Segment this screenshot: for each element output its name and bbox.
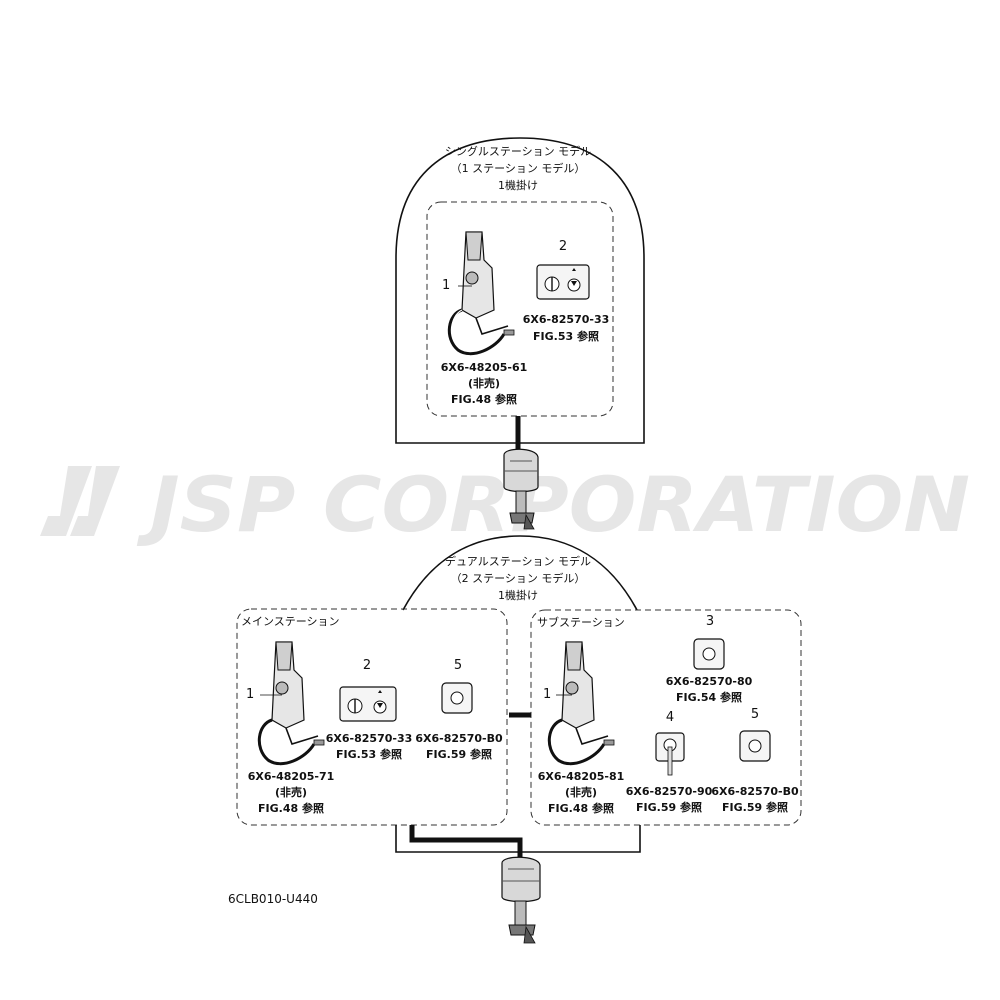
- figure-ref: FIG.59 参照: [426, 748, 492, 761]
- single-station-box: [426, 201, 614, 417]
- figure-ref: FIG.48 参照: [258, 802, 324, 815]
- callout-number: 3: [705, 614, 715, 629]
- part-number: 6X6-82570-B0: [711, 785, 799, 798]
- part-number: 6X6-82570-90: [625, 785, 713, 798]
- switch-panel-icon: [339, 686, 397, 722]
- callout-number: 2: [362, 658, 372, 673]
- single-station-note: 1機掛け: [498, 179, 538, 192]
- part-note: (非売): [274, 786, 308, 799]
- part-number: 6X6-82570-B0: [415, 732, 503, 745]
- part-number: 6X6-48205-71: [247, 770, 335, 783]
- remote-control-icon: [257, 641, 325, 766]
- single-station-subtitle: （1 ステーション モデル）: [450, 162, 586, 175]
- drawing-code: 6CLB010-U440: [228, 892, 318, 906]
- dual-station-title: デュアルステーション モデル: [445, 555, 591, 568]
- figure-ref: FIG.54 参照: [676, 691, 742, 704]
- dual-station-subtitle: （2 ステーション モデル）: [450, 572, 586, 585]
- remote-control-icon: [447, 231, 515, 356]
- sub-station-label: サブステーション: [537, 616, 625, 629]
- watermark-logo: JSP CORPORATION: [40, 460, 970, 546]
- figure-ref: FIG.53 参照: [533, 330, 599, 343]
- stop-switch-icon: [441, 682, 473, 714]
- callout-number: 5: [453, 658, 463, 673]
- outboard-engine-icon: [501, 856, 541, 944]
- figure-ref: FIG.53 参照: [336, 748, 402, 761]
- outboard-engine-icon: [503, 448, 539, 530]
- callout-number: 4: [665, 710, 675, 725]
- figure-ref: FIG.48 参照: [451, 393, 517, 406]
- part-note: (非売): [564, 786, 598, 799]
- part-note: (非売): [467, 377, 501, 390]
- dual-station-note: 1機掛け: [498, 589, 538, 602]
- part-number: 6X6-82570-33: [522, 313, 610, 326]
- figure-ref: FIG.59 参照: [636, 801, 702, 814]
- main-station-label: メインステーション: [241, 615, 340, 628]
- single-station-title: シングルステーション モデル: [444, 145, 592, 158]
- key-switch-icon: [655, 732, 685, 776]
- part-number: 6X6-48205-61: [440, 361, 528, 374]
- figure-ref: FIG.59 参照: [722, 801, 788, 814]
- callout-number: 1: [246, 687, 255, 702]
- watermark-text: JSP CORPORATION: [136, 460, 970, 546]
- callout-number: 5: [750, 707, 760, 722]
- callout-number: 1: [442, 278, 451, 293]
- main-station-box: [236, 608, 508, 826]
- stop-switch-icon: [739, 730, 771, 762]
- part-number: 6X6-48205-81: [537, 770, 625, 783]
- callout-number: 1: [543, 687, 552, 702]
- figure-ref: FIG.48 参照: [548, 802, 614, 815]
- single-station-outline: [395, 137, 645, 444]
- callout-number: 2: [558, 239, 568, 254]
- dual-station-outline: [402, 535, 638, 611]
- part-number: 6X6-82570-80: [665, 675, 753, 688]
- remote-control-icon: [547, 641, 615, 766]
- switch-panel-icon: [536, 264, 590, 300]
- part-number: 6X6-82570-33: [325, 732, 413, 745]
- switch-icon: [693, 638, 725, 670]
